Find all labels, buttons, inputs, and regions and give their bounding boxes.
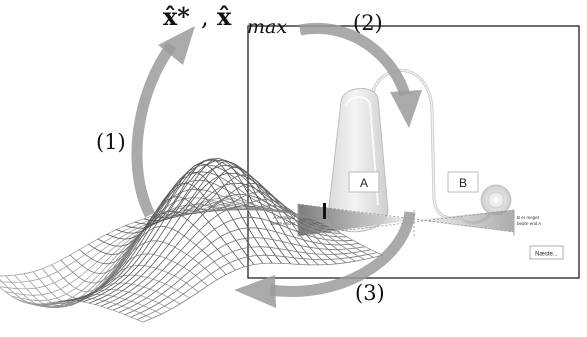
surface-grid-line [162, 174, 319, 266]
preference-screen: A B A er meget bedre end B B er meget be… [247, 25, 580, 279]
slider-left-wedge [298, 204, 414, 236]
surface-grid-line [118, 227, 360, 313]
formula-separator: , [201, 3, 209, 31]
surface-grid-line [0, 199, 240, 290]
surface-grid-line [124, 237, 366, 316]
arrow-2-head [390, 90, 422, 128]
formula-max-subscript: max [247, 16, 287, 38]
surface-grid-line [208, 200, 365, 260]
surface-grid-line [171, 182, 328, 265]
step-label-1: (1) [96, 130, 126, 154]
surface-grid-line [226, 195, 384, 256]
surface-grid-line [142, 254, 384, 323]
option-b-button[interactable]: B [447, 171, 479, 193]
formula-x-hat: x̂ [217, 2, 232, 31]
step-label-2: (2) [353, 11, 383, 35]
next-button-label: Næste... [535, 252, 558, 258]
surface-grid-line [116, 163, 273, 264]
wireframe-surface [0, 158, 384, 323]
surface-grid-line [199, 202, 356, 262]
surface-grid-line [134, 158, 292, 265]
left-annotation-line2: bedre end B [270, 221, 295, 226]
surface-grid-line [125, 158, 282, 264]
screen-frame [247, 25, 580, 279]
left-annotation-line1: A er meget [273, 215, 296, 220]
formula-x-star: x̂* [163, 2, 190, 31]
surface-grid-line [217, 197, 374, 258]
option-b-label: B [459, 176, 467, 190]
surface-grid-line [94, 182, 336, 305]
surface-grid-line [112, 216, 354, 311]
arrow-3 [269, 211, 416, 297]
next-button[interactable]: Næste... [529, 245, 564, 260]
arrow-2 [299, 23, 411, 97]
option-a-label: A [360, 176, 368, 190]
surface-grid-line [82, 165, 324, 303]
slider-handle[interactable] [323, 203, 326, 219]
right-annotation-line1: B er meget [517, 215, 540, 220]
arrow-1 [131, 41, 177, 218]
surface-grid-line [130, 246, 372, 318]
step-label-3: (3) [355, 281, 385, 305]
slider-right-wedge [414, 210, 514, 232]
surface-grid-line [136, 252, 378, 320]
formula: x̂* , x̂ max [163, 2, 287, 38]
option-a-button[interactable]: A [348, 171, 380, 193]
surface-grid-line [16, 205, 258, 306]
surface-grid-line [70, 158, 312, 302]
arrow-3-head [234, 275, 276, 308]
surface-grid-line [180, 191, 338, 265]
right-annotation-line2: bedre end A [517, 221, 541, 226]
surface-grid-line [64, 159, 306, 302]
arrow-1-head [158, 26, 195, 65]
surface-grid-line [189, 199, 347, 264]
cycle-arrows [131, 23, 422, 308]
